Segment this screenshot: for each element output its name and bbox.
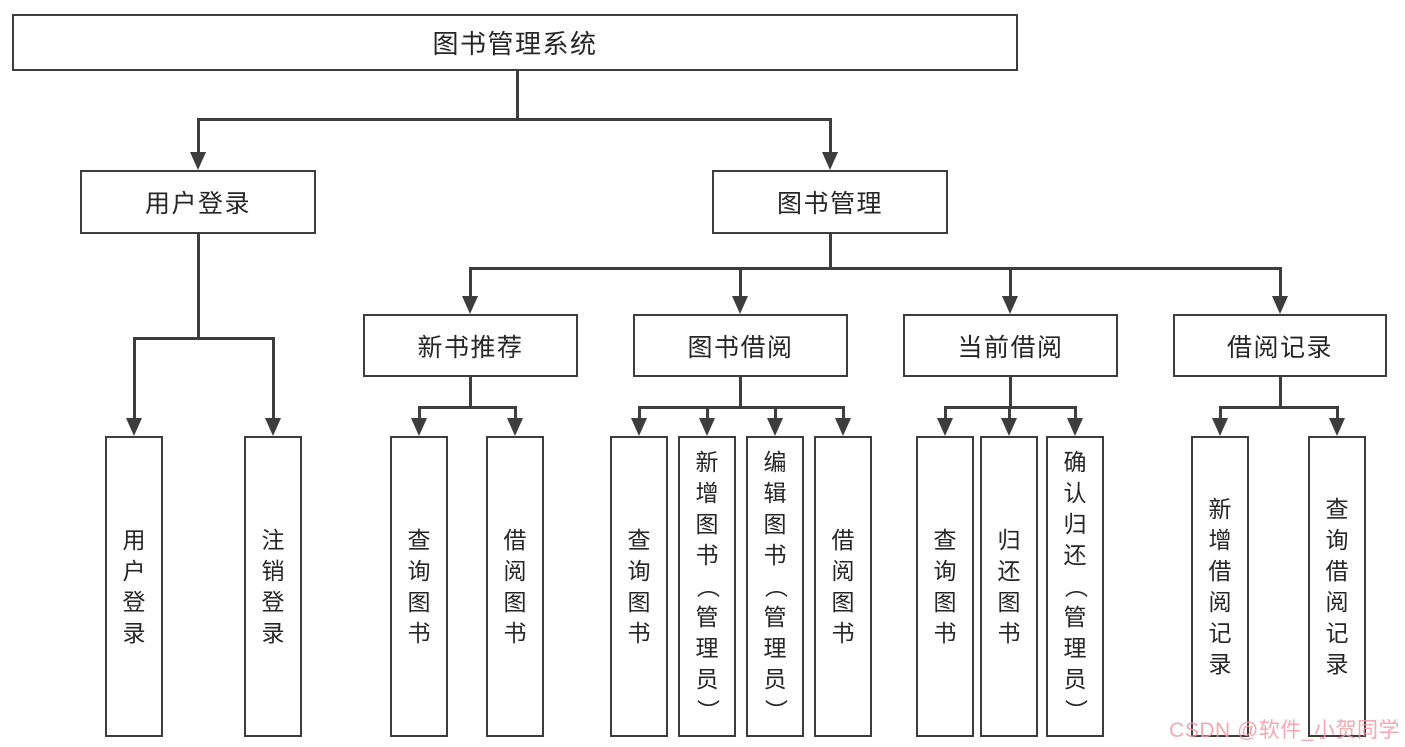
connector-line	[944, 406, 947, 420]
arrow-down-icon	[631, 418, 647, 436]
node-root-label: 图书管理系统	[432, 29, 598, 59]
node-book-borrow: 图书借阅	[633, 314, 848, 377]
arrow-down-icon	[1067, 418, 1083, 436]
leaf-logout-label: 注销登录	[261, 526, 285, 646]
arrow-down-icon	[1272, 296, 1288, 314]
leaf-nbr-borrow-books-label: 借阅图书	[503, 526, 527, 646]
arrow-down-icon	[699, 418, 715, 436]
node-current-borrow-label: 当前借阅	[957, 333, 1064, 362]
node-new-book-recommend-label: 新书推荐	[417, 333, 524, 362]
connector-line	[418, 406, 421, 420]
leaf-user-login-label: 用户登录	[122, 526, 146, 646]
leaf-bb-add-books-admin: 新增图书（管理员）	[678, 436, 736, 737]
leaf-nbr-query-books: 查询图书	[390, 436, 448, 737]
leaf-br-query-record: 查询借阅记录	[1308, 436, 1366, 737]
node-user-login-label: 用户登录	[144, 190, 251, 218]
node-user-login: 用户登录	[80, 170, 316, 234]
watermark: CSDN @软件_小贺同学	[1169, 719, 1400, 742]
connector-line	[1074, 406, 1077, 420]
connector-line	[1009, 377, 1012, 408]
connector-line	[1279, 267, 1282, 298]
leaf-bb-add-books-admin-label: 新增图书（管理员）	[694, 449, 721, 723]
node-borrow-records-label: 借阅记录	[1226, 333, 1333, 362]
connector-line	[418, 406, 517, 409]
connector-line	[1279, 377, 1282, 408]
leaf-bb-edit-books-admin-label: 编辑图书（管理员）	[762, 449, 789, 723]
leaf-nbr-borrow-books: 借阅图书	[486, 436, 544, 737]
node-new-book-recommend: 新书推荐	[363, 314, 578, 377]
connector-line	[842, 406, 845, 420]
connector-line	[469, 267, 1282, 270]
leaf-bb-query-books-label: 查询图书	[627, 526, 651, 646]
leaf-cb-query-books: 查询图书	[916, 436, 974, 737]
leaf-cb-query-books-label: 查询图书	[933, 526, 957, 646]
arrow-down-icon	[411, 418, 427, 436]
connector-line	[197, 232, 200, 338]
arrow-down-icon	[732, 296, 748, 314]
connector-line	[706, 406, 709, 420]
arrow-down-icon	[1001, 418, 1017, 436]
arrow-down-icon	[1329, 418, 1345, 436]
node-book-management-label: 图书管理	[776, 190, 883, 218]
connector-line	[1219, 406, 1339, 409]
arrow-down-icon	[767, 418, 783, 436]
connector-line	[197, 118, 832, 121]
leaf-logout: 注销登录	[244, 436, 302, 737]
connector-line	[1008, 406, 1011, 420]
node-current-borrow: 当前借阅	[903, 314, 1118, 377]
arrow-down-icon	[1212, 418, 1228, 436]
connector-line	[638, 406, 641, 420]
connector-line	[739, 377, 742, 408]
leaf-bb-borrow-books-label: 借阅图书	[831, 526, 855, 646]
leaf-br-query-record-label: 查询借阅记录	[1325, 495, 1349, 677]
leaf-cb-return-books-label: 归还图书	[997, 526, 1021, 646]
leaf-nbr-query-books-label: 查询图书	[407, 526, 431, 646]
arrow-down-icon	[937, 418, 953, 436]
connector-line	[469, 267, 472, 298]
arrow-down-icon	[265, 418, 281, 436]
connector-line	[272, 337, 275, 420]
arrow-down-icon	[1002, 296, 1018, 314]
leaf-cb-return-books: 归还图书	[980, 436, 1038, 737]
connector-line	[739, 267, 742, 298]
connector-line	[516, 70, 519, 120]
connector-line	[638, 406, 845, 409]
node-book-management: 图书管理	[712, 170, 948, 234]
node-borrow-records: 借阅记录	[1173, 314, 1387, 377]
connector-line	[469, 377, 472, 408]
leaf-user-login: 用户登录	[105, 436, 163, 737]
connector-line	[133, 337, 136, 420]
connector-line	[829, 232, 832, 268]
connector-line	[514, 406, 517, 420]
connector-line	[944, 406, 1077, 409]
connector-line	[1009, 267, 1012, 298]
arrow-down-icon	[822, 152, 838, 170]
arrow-down-icon	[462, 296, 478, 314]
connector-line	[1336, 406, 1339, 420]
arrow-down-icon	[835, 418, 851, 436]
leaf-br-add-record-label: 新增借阅记录	[1208, 495, 1232, 677]
leaf-br-add-record: 新增借阅记录	[1191, 436, 1249, 737]
connector-line	[774, 406, 777, 420]
node-book-borrow-label: 图书借阅	[687, 333, 794, 362]
connector-line	[197, 118, 200, 156]
arrow-down-icon	[190, 152, 206, 170]
node-root: 图书管理系统	[12, 14, 1018, 71]
connector-line	[133, 337, 275, 340]
arrow-down-icon	[126, 418, 142, 436]
leaf-bb-borrow-books: 借阅图书	[814, 436, 872, 737]
leaf-bb-edit-books-admin: 编辑图书（管理员）	[746, 436, 804, 737]
leaf-cb-confirm-return-admin: 确认归还（管理员）	[1046, 436, 1104, 737]
arrow-down-icon	[507, 418, 523, 436]
connector-line	[829, 118, 832, 156]
leaf-bb-query-books: 查询图书	[610, 436, 668, 737]
leaf-cb-confirm-return-admin-label: 确认归还（管理员）	[1062, 449, 1089, 723]
connector-line	[1219, 406, 1222, 420]
